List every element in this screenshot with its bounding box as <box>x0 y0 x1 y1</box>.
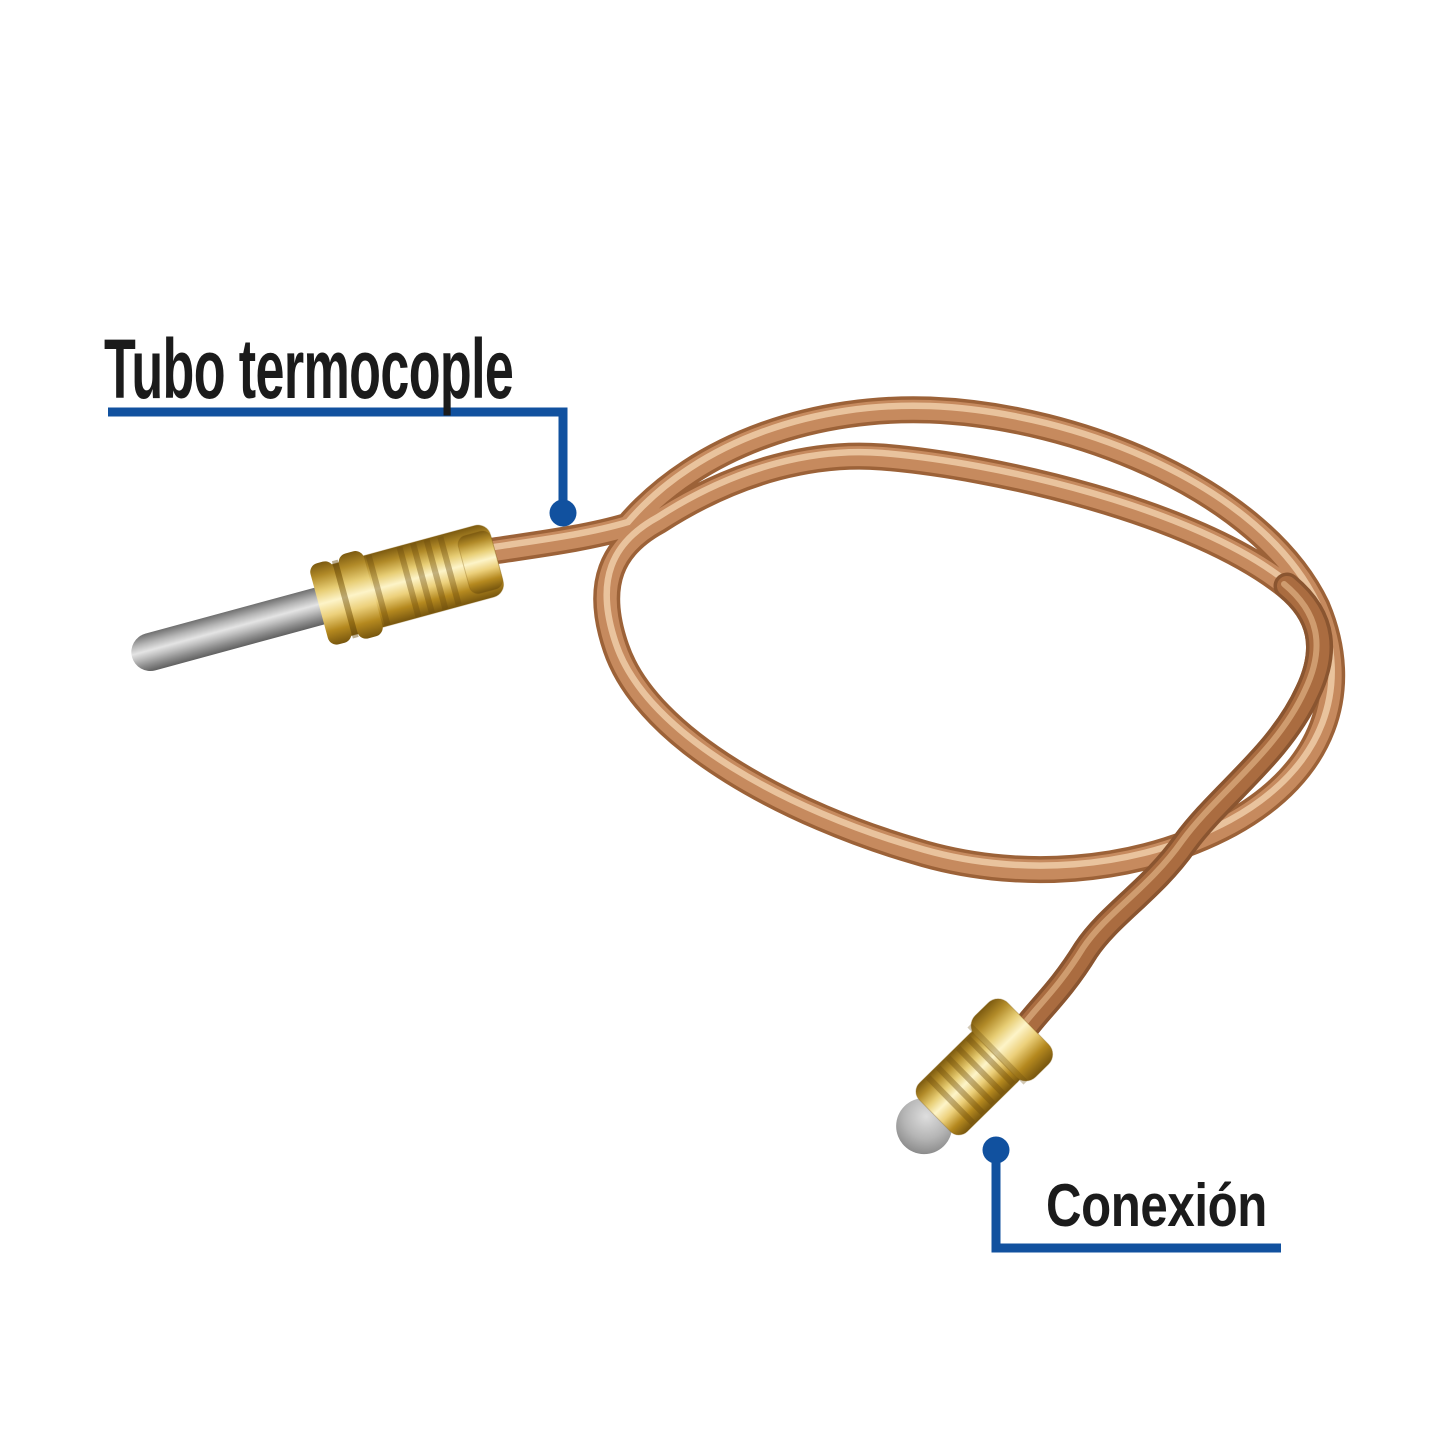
label-connection: Conexión <box>1046 1176 1267 1236</box>
brass-fitting-thread <box>396 546 422 618</box>
connection-nut-thread <box>945 1055 996 1106</box>
copper-tube-sheen <box>490 402 1335 869</box>
brass-fitting-collar-ring2 <box>338 551 383 639</box>
brass-fitting-thread <box>410 542 435 614</box>
connection-nut-thread <box>935 1065 986 1116</box>
connection-nut-thread <box>925 1075 976 1126</box>
connection-leader-dot <box>982 1136 1010 1164</box>
probe-assembly <box>131 524 505 672</box>
connection-nut-thread <box>955 1045 1006 1096</box>
label-probe-tube-text: Tubo termocople <box>104 322 514 416</box>
label-connection-text: Conexión <box>1046 1172 1267 1239</box>
connection-nut-collar-shadow <box>967 1023 1028 1085</box>
copper-tail-sheen <box>1018 581 1320 1031</box>
connection-nut-assembly <box>896 998 1054 1155</box>
brass-fitting-collar-ring <box>310 561 352 645</box>
copper-tail-body <box>1014 576 1330 1040</box>
probe-tube-leader <box>108 407 577 527</box>
connection-leader <box>982 1136 1281 1253</box>
brass-fitting-thread <box>437 536 462 606</box>
copper-tube-coil <box>480 396 1346 1044</box>
connection-leader-line <box>991 1155 1281 1253</box>
label-probe-tube: Tubo termocople <box>104 327 514 411</box>
brass-fitting-groove <box>331 559 359 639</box>
probe-tube-leader-dot <box>549 499 577 527</box>
probe-tube-leader-line <box>108 407 568 505</box>
copper-tube-body <box>484 399 1342 1040</box>
connection-nut-thread <box>965 1036 1016 1086</box>
brass-fitting-groove <box>365 554 391 626</box>
brass-fitting-end-cap <box>457 530 504 595</box>
brass-fitting-thread <box>423 538 449 610</box>
connection-nut-collar <box>970 998 1054 1082</box>
steel-probe-rod <box>131 583 353 672</box>
